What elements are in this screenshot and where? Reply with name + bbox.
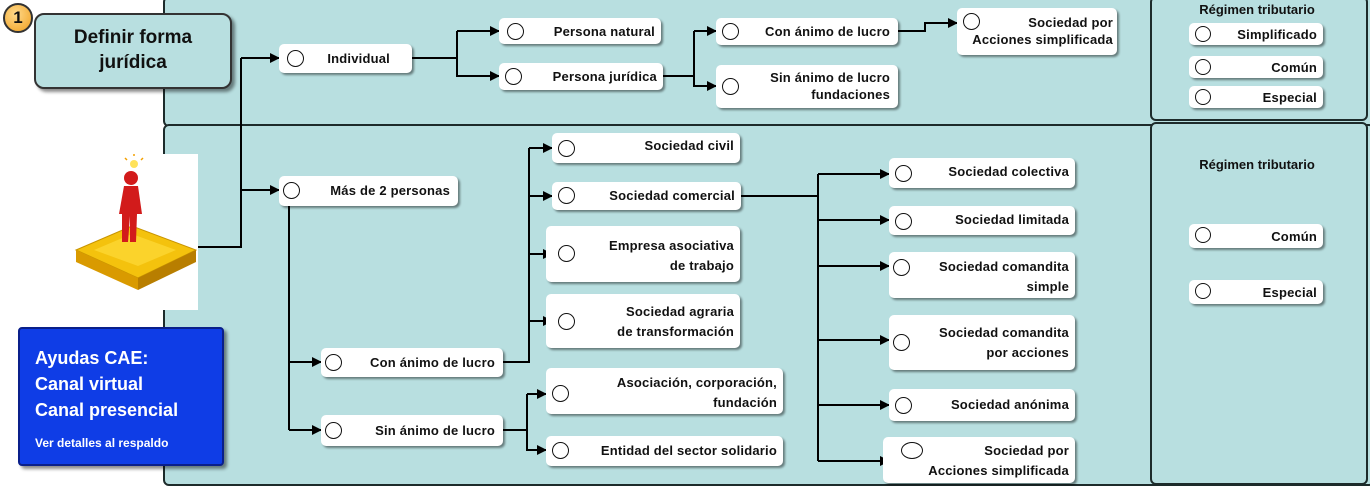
canal-virtual-link[interactable]: Canal virtual	[35, 374, 144, 394]
radio-circle[interactable]	[901, 442, 923, 459]
radio-circle[interactable]	[895, 397, 912, 414]
radio-circle[interactable]	[507, 23, 524, 40]
radio-circle[interactable]	[1195, 26, 1211, 42]
radio-circle[interactable]	[283, 182, 300, 199]
radio-circle[interactable]	[722, 23, 739, 40]
radio-circle[interactable]	[963, 13, 980, 30]
radio-circle[interactable]	[552, 385, 569, 402]
node-sin-animo-lucro[interactable]: Sin ánimo de lucro	[321, 415, 503, 446]
regimen-top-title: Régimen tributario	[1199, 2, 1315, 17]
radio-circle[interactable]	[558, 187, 575, 204]
regimen-bottom-comun[interactable]: Común	[1189, 224, 1323, 248]
regimen-bottom-especial[interactable]: Especial	[1189, 280, 1323, 304]
node-con-animo-lucro[interactable]: Con ánimo de lucro	[321, 348, 503, 377]
node-sociedad-anonima[interactable]: Sociedad anónima	[889, 389, 1075, 421]
step-number-badge: 1	[3, 3, 33, 33]
page-title: Definir forma jurídica	[34, 13, 232, 89]
node-sociedad-civil[interactable]: Sociedad civil	[552, 133, 740, 163]
node-sociedad-comercial[interactable]: Sociedad comercial	[552, 182, 741, 210]
node-mas-de-2-personas[interactable]: Más de 2 personas	[279, 176, 458, 206]
radio-circle[interactable]	[893, 259, 910, 276]
radio-circle[interactable]	[895, 165, 912, 182]
radio-circle[interactable]	[552, 442, 569, 459]
thinking-person-illustration	[72, 154, 198, 310]
node-persona-natural[interactable]: Persona natural	[499, 18, 661, 44]
node-sociedad-colectiva[interactable]: Sociedad colectiva	[889, 158, 1075, 188]
radio-circle[interactable]	[1195, 283, 1211, 299]
radio-circle[interactable]	[558, 313, 575, 330]
radio-circle[interactable]	[893, 334, 910, 351]
radio-circle[interactable]	[1195, 89, 1211, 105]
canal-presencial-link[interactable]: Canal presencial	[35, 400, 179, 420]
ayudas-title: Ayudas CAE:	[35, 348, 149, 368]
radio-circle[interactable]	[1195, 227, 1211, 243]
node-individual[interactable]: Individual	[279, 44, 412, 73]
ver-detalles-note: Ver detalles al respaldo	[35, 436, 169, 450]
radio-circle[interactable]	[558, 245, 575, 262]
radio-circle[interactable]	[505, 68, 522, 85]
node-entidad-sector-solidario[interactable]: Entidad del sector solidario	[546, 436, 783, 466]
regimen-bottom-title: Régimen tributario	[1199, 157, 1315, 172]
node-sociedad-limitada[interactable]: Sociedad limitada	[889, 206, 1075, 235]
radio-circle[interactable]	[325, 354, 342, 371]
node-persona-juridica[interactable]: Persona jurídica	[499, 63, 663, 90]
radio-circle[interactable]	[895, 213, 912, 230]
ayudas-cae-panel[interactable]: Ayudas CAE: Canal virtual Canal presenci…	[18, 327, 224, 466]
node-con-animo-lucro-top[interactable]: Con ánimo de lucro	[716, 18, 898, 45]
radio-circle[interactable]	[558, 140, 575, 157]
regimen-top-especial[interactable]: Especial	[1189, 86, 1323, 108]
node-asociacion[interactable]: Asociación, corporación,fundación	[546, 368, 783, 414]
regimen-top-comun[interactable]: Común	[1189, 56, 1323, 78]
radio-circle[interactable]	[1195, 59, 1211, 75]
regimen-top-simplificado[interactable]: Simplificado	[1189, 23, 1323, 45]
radio-circle[interactable]	[325, 422, 342, 439]
radio-circle[interactable]	[722, 78, 739, 95]
radio-circle[interactable]	[287, 50, 304, 67]
